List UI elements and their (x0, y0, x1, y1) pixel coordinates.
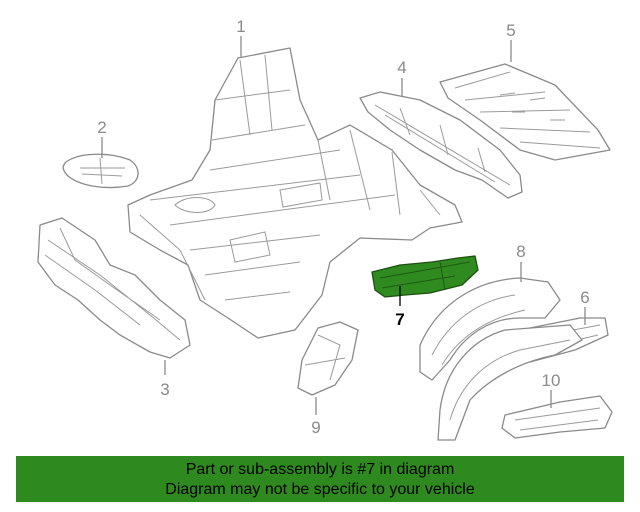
part-2-bracket[interactable] (62, 153, 139, 189)
banner-line-2: Diagram may not be specific to your vehi… (165, 481, 475, 498)
parts-diagram: 1 2 3 4 5 6 7 8 9 10 (37, 17, 613, 441)
callout-8[interactable]: 8 (516, 242, 525, 261)
callout-2[interactable]: 2 (97, 118, 106, 137)
info-banner: Part or sub-assembly is #7 in diagram Di… (16, 456, 624, 502)
callout-3[interactable]: 3 (160, 380, 169, 399)
callout-6[interactable]: 6 (580, 288, 589, 307)
callout-10[interactable]: 10 (542, 371, 561, 390)
part-8-wheelhouse[interactable] (419, 277, 561, 381)
part-9-bracket[interactable] (297, 321, 359, 396)
part-5-floor-panel[interactable] (439, 63, 611, 161)
callout-9[interactable]: 9 (311, 418, 320, 437)
part-1-floor-pan[interactable] (127, 47, 463, 339)
callout-4[interactable]: 4 (397, 58, 406, 77)
banner-line-1: Part or sub-assembly is #7 in diagram (185, 461, 455, 478)
part-3-left-rail[interactable] (37, 217, 191, 359)
part-wheelhouse-outer (437, 324, 583, 441)
part-7-highlighted[interactable] (371, 255, 479, 298)
part-10-extension[interactable] (501, 395, 613, 439)
callout-1[interactable]: 1 (236, 17, 245, 36)
callout-leaders (101, 36, 586, 415)
callout-5[interactable]: 5 (506, 21, 515, 40)
callout-7[interactable]: 7 (395, 310, 404, 329)
part-4-cross-member[interactable] (359, 91, 523, 199)
